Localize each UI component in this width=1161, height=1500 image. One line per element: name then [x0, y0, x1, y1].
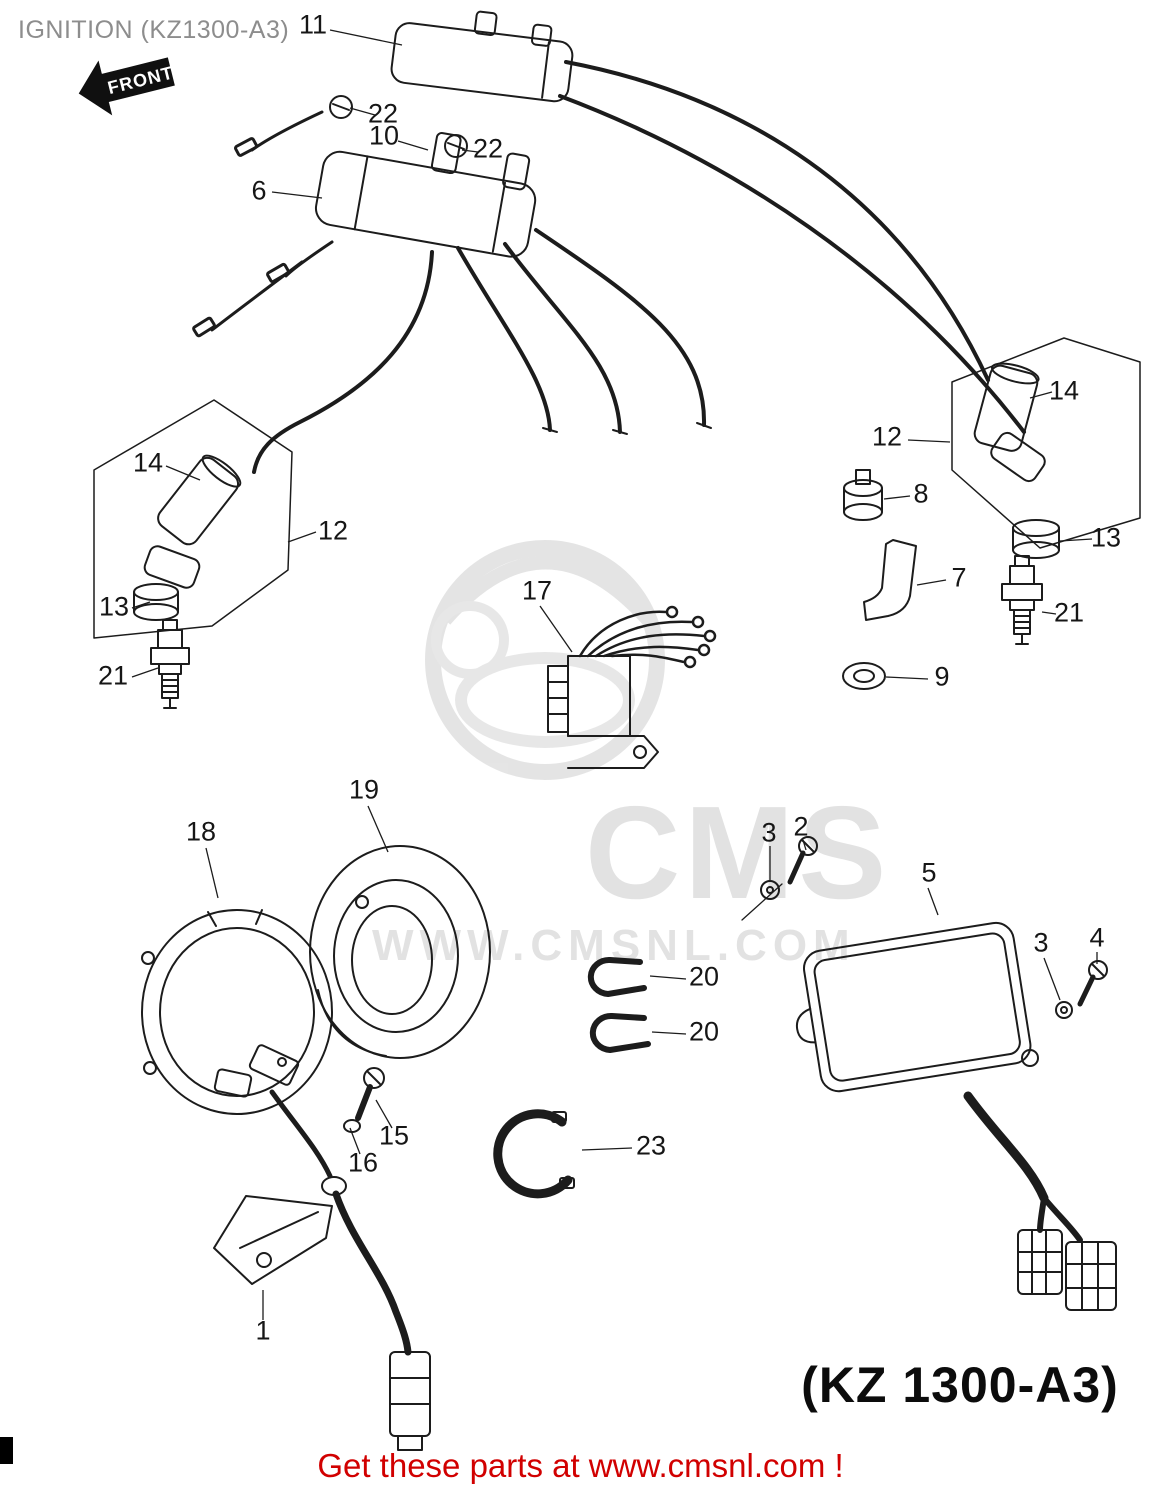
watermark-brand: CMS — [585, 779, 890, 926]
primary-wires — [192, 110, 334, 338]
model-label: (KZ 1300-A3) — [801, 1357, 1119, 1413]
plate-bolt — [343, 1067, 385, 1133]
grommet — [842, 662, 886, 690]
spark-plug-wires — [252, 60, 1026, 474]
left-spark-plug — [150, 619, 190, 709]
elbow-boot — [863, 539, 917, 621]
wire-nut — [843, 469, 883, 521]
coil-bolts — [329, 95, 468, 158]
bracket-plate — [213, 1195, 333, 1285]
front-arrow-badge: FRONT — [78, 57, 175, 116]
stator-cover — [309, 845, 491, 1059]
right-plug-cap — [973, 362, 1046, 483]
igniter-assembly — [547, 605, 717, 769]
right-cap-region — [951, 337, 1141, 549]
ignition-coil-upper — [390, 10, 574, 103]
wire-cut-ends — [542, 422, 712, 435]
screw-and-washer-right — [1055, 960, 1108, 1019]
ignition-coil-lower — [314, 132, 537, 258]
clamp-ring — [493, 1109, 575, 1199]
igniter-unit — [795, 921, 1117, 1311]
leader-lines — [131, 29, 1098, 1320]
left-cap-seal — [133, 583, 179, 621]
cms-watermark: CMS WWW.CMSNL.COM — [372, 540, 890, 970]
scan-artifact — [0, 1437, 13, 1464]
left-plug-cap — [143, 454, 242, 589]
right-spark-plug — [1001, 555, 1043, 645]
pickup-plate — [141, 909, 431, 1451]
wire-clamps — [587, 956, 651, 1053]
page-title: IGNITION (KZ1300-A3) — [18, 16, 290, 44]
right-cap-seal — [1012, 519, 1060, 559]
footer-link-text[interactable]: Get these parts at www.cmsnl.com ! — [317, 1447, 844, 1484]
left-cap-region — [93, 399, 293, 639]
